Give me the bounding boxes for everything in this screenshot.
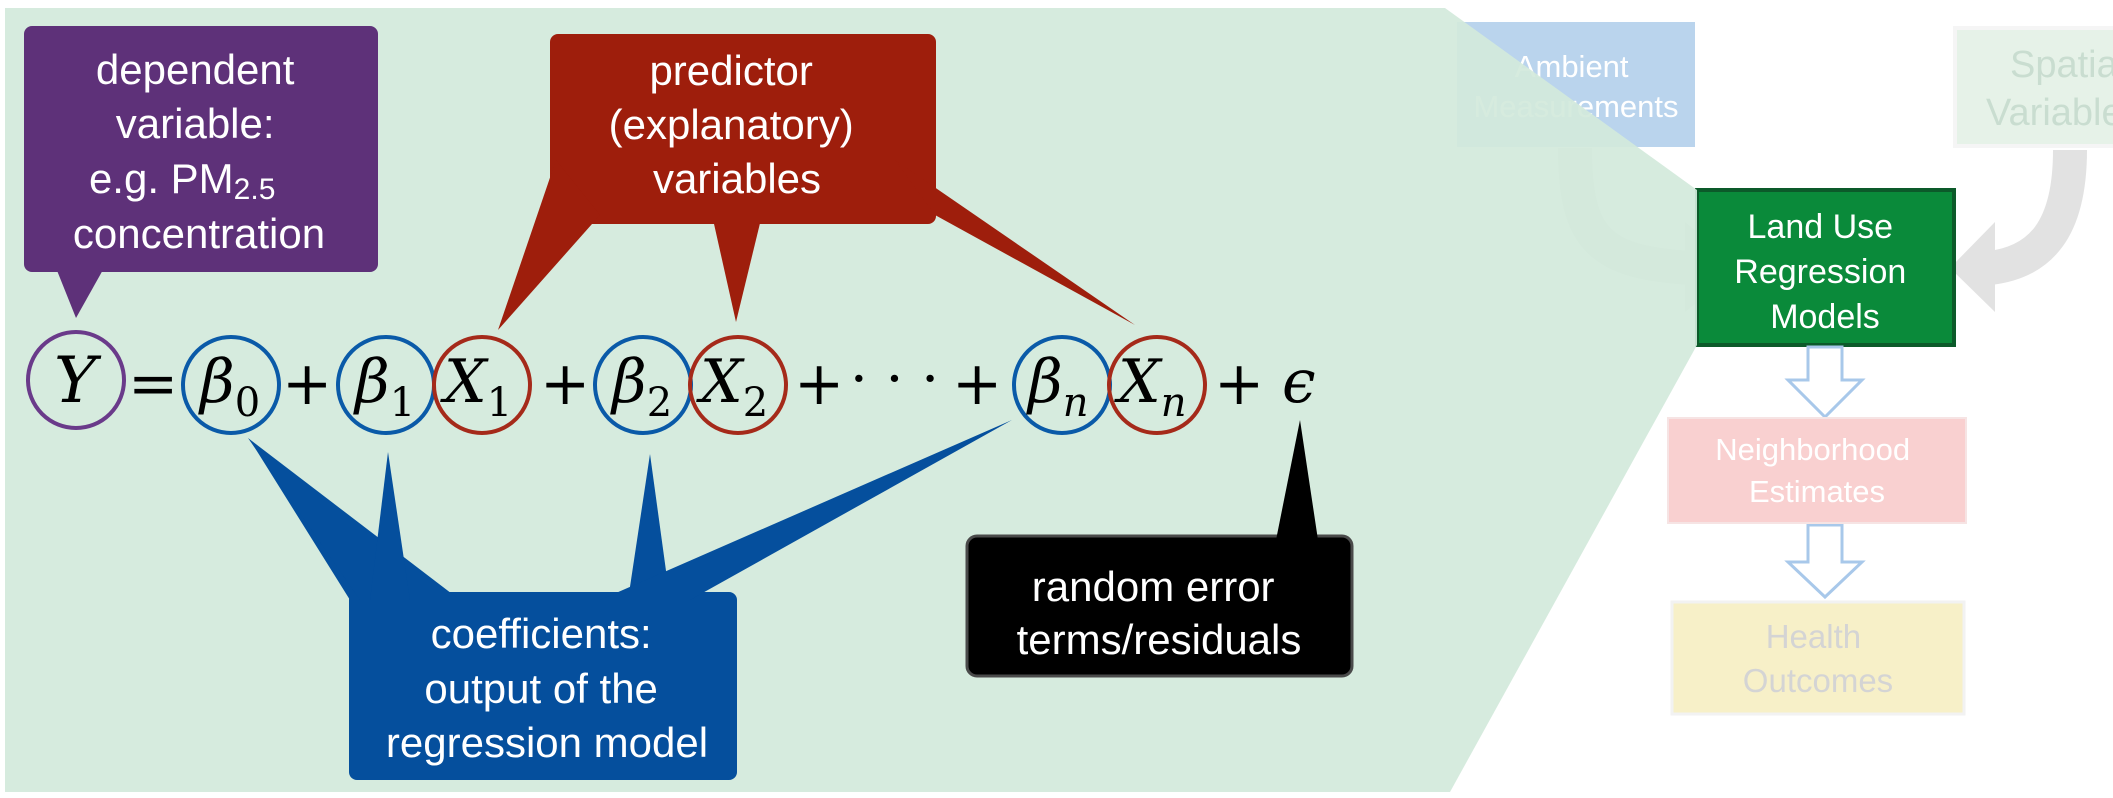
svg-text:+: + xyxy=(540,349,590,419)
coefficients-line-3: regression model xyxy=(386,719,708,766)
x2-subscript: 2 xyxy=(743,380,768,426)
svg-text:Neighborhood Estimates: Neighborhood Estimates xyxy=(1715,432,1918,509)
svg-text:β2: β2 xyxy=(610,347,672,426)
x1-symbol: X xyxy=(440,347,489,417)
predictor-line-2: (explanatory) xyxy=(609,101,854,148)
down-arrow-2 xyxy=(1784,523,1866,600)
lur-line-2: Regression xyxy=(1734,253,1906,291)
down-arrow-1 xyxy=(1784,345,1866,420)
spatial-arrowhead xyxy=(1950,222,1995,312)
health-line-2: Outcomes xyxy=(1743,662,1893,699)
svg-text:· · ·: · · · xyxy=(850,347,939,412)
svg-text:dependent variable:: dependent variable: e.g. PM2.5 concentra… xyxy=(73,46,325,257)
plus-1: + xyxy=(282,349,332,419)
predictor-line-3: variables xyxy=(653,155,821,202)
plus-2: + xyxy=(540,349,590,419)
beta2-symbol: β xyxy=(610,347,647,417)
spatial-line-1: Spatial xyxy=(2010,44,2113,86)
dependent-line-1: dependent xyxy=(96,46,295,93)
neighborhood-line-1: Neighborhood xyxy=(1715,432,1910,467)
beta2-subscript: 2 xyxy=(647,380,672,426)
spatial-line-2: Variables xyxy=(1986,92,2113,134)
coefficients-line-2: output of the xyxy=(424,665,658,712)
beta0-subscript: 0 xyxy=(235,380,260,426)
svg-text:+: + xyxy=(1214,349,1264,419)
predictor-line-1: predictor xyxy=(649,47,812,94)
equals-sign: = xyxy=(128,349,178,419)
xn-symbol: X xyxy=(1114,347,1163,417)
svg-text:Land Use Regression: Land Use Regression Models xyxy=(1734,208,1915,336)
dependent-line-2: variable: xyxy=(116,100,275,147)
beta0-symbol: β xyxy=(198,347,235,417)
lur-line-3: Models xyxy=(1770,298,1880,336)
svg-text:β0: β0 xyxy=(198,347,260,426)
svg-text:Spatial Variables: Spatial Variables xyxy=(1986,44,2113,134)
error-line-1: random error xyxy=(1032,563,1275,610)
dependent-subscript: 2.5 xyxy=(234,173,276,206)
svg-text:+: + xyxy=(952,349,1002,419)
y-symbol: Y xyxy=(54,344,102,418)
svg-text:=: = xyxy=(128,349,178,419)
y-circle xyxy=(26,330,126,430)
coefficients-line-1: coefficients: xyxy=(431,610,652,657)
neighborhood-line-2: Estimates xyxy=(1749,474,1885,509)
plus-3: + xyxy=(794,349,844,419)
coefficients-callout: coefficients: output of the regression m… xyxy=(248,420,1012,780)
dependent-line-4: concentration xyxy=(73,210,325,257)
beta1-subscript: 1 xyxy=(390,380,415,426)
beta1-symbol: β xyxy=(353,347,390,417)
svg-text:Health Outcomes: Health Outcomes xyxy=(1743,618,1893,699)
svg-text:Y: Y xyxy=(54,344,102,418)
dependent-variable-callout: dependent variable: e.g. PM2.5 concentra… xyxy=(24,26,378,318)
betan-subscript: n xyxy=(1063,380,1089,426)
x2-symbol: X xyxy=(696,347,745,417)
lur-line-1: Land Use xyxy=(1748,208,1894,246)
svg-text:+: + xyxy=(282,349,332,419)
dependent-line-3: e.g. PM xyxy=(89,155,234,202)
ellipsis: · · · xyxy=(850,347,939,412)
svg-text:β1: β1 xyxy=(353,347,415,426)
svg-text:coefficients: output of: coefficients: output of the regression m… xyxy=(386,610,708,766)
x1-circle xyxy=(432,335,532,435)
svg-text:X1: X1 xyxy=(440,347,512,426)
predictor-variables-callout: predictor (explanatory) variables xyxy=(498,34,1135,330)
beta0-circle xyxy=(181,335,281,435)
xn-subscript: n xyxy=(1161,380,1187,426)
spatial-variables-box xyxy=(1953,26,2113,148)
health-outcomes-box xyxy=(1670,600,1966,716)
spatial-to-lur-arrow xyxy=(1987,149,2087,285)
xn-circle xyxy=(1107,335,1207,435)
svg-text:random error terms/resid: random error terms/residuals xyxy=(1017,563,1302,663)
svg-text:+: + xyxy=(794,349,844,419)
betan-symbol: β xyxy=(1026,347,1063,417)
epsilon-symbol: ϵ xyxy=(1282,347,1316,417)
error-line-2: terms/residuals xyxy=(1017,616,1302,663)
flowchart: Ambient Measurements Spatial Variables L… xyxy=(1457,22,2113,716)
error-terms-callout: random error terms/residuals xyxy=(965,420,1354,678)
svg-text:Xn: Xn xyxy=(1114,347,1186,426)
plus-5: + xyxy=(1214,349,1264,419)
x1-subscript: 1 xyxy=(487,380,512,426)
x2-circle xyxy=(688,335,788,435)
health-line-1: Health xyxy=(1766,618,1861,655)
regression-equation: Y = β0 + β1 X1 + β2 X2 + · · · xyxy=(26,330,1316,435)
plus-4: + xyxy=(952,349,1002,419)
svg-text:X2: X2 xyxy=(696,347,768,426)
svg-text:ϵ: ϵ xyxy=(1282,347,1316,417)
svg-text:βn: βn xyxy=(1026,347,1088,426)
neighborhood-estimates-box xyxy=(1667,417,1967,524)
svg-text:predictor (explanatory): predictor (explanatory) variables xyxy=(609,47,866,202)
